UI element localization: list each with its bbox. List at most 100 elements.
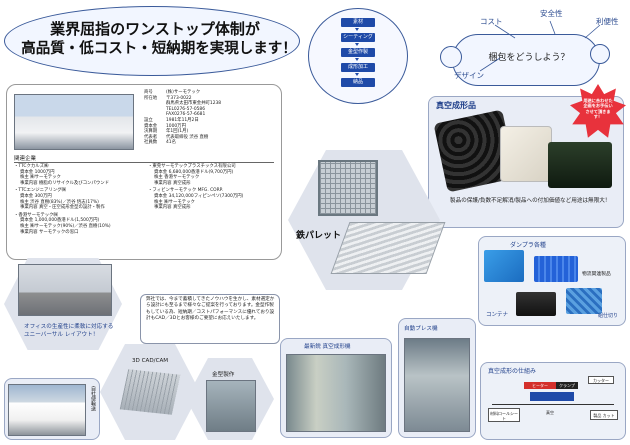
mechanism-product-out: 製品 カット bbox=[590, 410, 618, 420]
starburst-text: 用途に合わせた企画をお手伝いさせて頂きます！ bbox=[583, 98, 613, 120]
related-line: 事業内容 真空・圧空成形金型の設計・製作 bbox=[20, 205, 105, 211]
mechanism-mold bbox=[530, 392, 574, 401]
related-line: 資本金 1000万円 bbox=[20, 169, 55, 175]
related-title: 関連企業 bbox=[14, 154, 274, 163]
company-row-value: 年1回(1月) bbox=[166, 129, 189, 135]
products-title: ダンプラ各種 bbox=[510, 242, 546, 249]
packaging-cloud bbox=[452, 34, 600, 86]
headline-line2: 高品質・低コスト・短納期を実現します！ bbox=[21, 41, 297, 57]
company-row-value: (株)サーモテック bbox=[166, 90, 201, 95]
company-row-label: 決算期 bbox=[144, 129, 158, 135]
related-line: 資本金 34,120,000フィピンペソ(7300万円) bbox=[154, 193, 244, 199]
vacuum-title: 真空成形品 bbox=[436, 101, 476, 110]
pallet-title: 鉄パレット bbox=[296, 231, 342, 241]
company-row-value: 1000万円 bbox=[166, 123, 186, 129]
vacuum-desc: 製品の保護/負数不足解消/製品への付加価値など用途は無限大！ bbox=[450, 198, 611, 204]
mechanism-heater: ヒーター bbox=[524, 382, 556, 389]
company-row-value: 〒373-0022 bbox=[166, 95, 192, 101]
tray-green bbox=[548, 142, 612, 188]
related-line: 株主 渋谷 直樹(83%)／渋谷 悟志(17%) bbox=[20, 199, 99, 205]
steel-cage-image bbox=[318, 160, 378, 216]
flow-arrow-1 bbox=[355, 28, 359, 31]
flow-arrow-2 bbox=[355, 43, 359, 46]
related-line: 資本金 6,680,000香港ドル(9,700万円) bbox=[154, 169, 234, 175]
related-line: 株主 ㈱サーモテック(90%)／渋谷 直樹(10%) bbox=[20, 223, 111, 229]
company-row-label: 設立 bbox=[144, 117, 153, 123]
company-row-label: 資本金 bbox=[144, 123, 158, 129]
company-row-value: 41名 bbox=[166, 140, 176, 146]
headline-ellipse bbox=[4, 6, 300, 76]
company-row-label: 社員数 bbox=[144, 140, 158, 146]
flow-step-material: 素材 bbox=[341, 18, 375, 27]
black-container bbox=[516, 292, 556, 316]
office-photo bbox=[18, 264, 112, 316]
flow-step-mold: 金型作製 bbox=[341, 48, 375, 57]
related-line: ・TTCクカルズ㈱ bbox=[14, 164, 49, 169]
related-line: ・フィビンサーモテック MFG. CORP. bbox=[148, 188, 224, 194]
related-line: 資本金 1,000,000香港ドル(1,500万円) bbox=[20, 218, 100, 224]
cad-image bbox=[119, 369, 181, 415]
office-caption: オフィスの生産性に柔軟に対応するユニーバーサル レイアウト！ bbox=[24, 324, 114, 338]
cloud-bubble-2 bbox=[590, 44, 610, 64]
mechanism-vacuum: 真空 bbox=[546, 410, 554, 415]
mechanism-panel bbox=[480, 362, 626, 440]
blue-box-1 bbox=[484, 250, 524, 282]
related-line: 事業内容 樹脂のリサイクル及びコンパウンド bbox=[20, 180, 109, 186]
keyword-safety: 安全性 bbox=[540, 9, 563, 18]
auto-press-photo bbox=[404, 338, 470, 432]
mold-photo bbox=[206, 380, 256, 432]
related-line: 事業内容 真空成形 bbox=[154, 205, 191, 211]
mechanism-sheet-line bbox=[492, 404, 614, 405]
related-left-list: ・TTCクカルズ㈱ 資本金 1000万円 株主 ㈱サーモテック 事業内容 樹脂の… bbox=[14, 164, 144, 235]
company-row-value: FAX0276-57-6681 bbox=[166, 112, 206, 118]
flow-step-delivery: 納品 bbox=[341, 78, 375, 87]
mechanism-title: 真空成形の仕組み bbox=[488, 368, 537, 375]
related-line: 事業内容 サーモテックの窓口 bbox=[20, 229, 79, 235]
company-statement-box bbox=[140, 294, 280, 344]
related-line: ・東莞サーモテックプラスチックス有限公司 bbox=[148, 164, 236, 169]
related-line: 株主 ㈱サーモテック bbox=[20, 175, 61, 181]
headline-line1: 業界屈指のワンストップ体制が bbox=[50, 20, 260, 38]
related-line: 資本金 300万円 bbox=[20, 193, 52, 199]
aluminum-pallet-image bbox=[330, 222, 446, 274]
company-building-photo bbox=[14, 94, 134, 150]
related-line: 株主 香港サーモテック bbox=[154, 175, 200, 181]
keyword-design: デザイン bbox=[454, 71, 484, 80]
auto-press-title: 自動プレス機 bbox=[404, 326, 438, 332]
mechanism-cutter: カッター bbox=[588, 376, 614, 384]
company-row-value: 群馬県太田市東金井町1238 bbox=[166, 101, 222, 107]
keyword-cost: コスト bbox=[480, 17, 503, 26]
company-row-value: 代表取締役 渋谷 直樹 bbox=[166, 134, 209, 140]
company-statement-text: 弊社では、今まで蓄積してきたノウハウを生かし、素材選定から設計にも至るまで様々な… bbox=[146, 297, 275, 322]
flow-steps: 素材 シーティング 金型作製 成形加工 納品 bbox=[333, 18, 383, 98]
mechanism-sheet: 材料ロールシート bbox=[488, 408, 520, 422]
company-row-value: TEL0276-57-0586 bbox=[166, 106, 206, 112]
mold-title: 金型製作 bbox=[212, 372, 235, 378]
flow-arrow-3 bbox=[355, 58, 359, 61]
packaging-question: 梱包をどうしよう？ bbox=[488, 53, 570, 63]
blue-box-2 bbox=[534, 256, 578, 282]
latest-machine-title: 最新鋭 真空成形機 bbox=[304, 344, 351, 350]
company-rows: 商号(株)サーモテック 所在地〒373-0022 群馬県太田市東金井町1238 … bbox=[144, 90, 278, 146]
blue-dividers bbox=[566, 288, 602, 314]
cloud-bubble-1 bbox=[440, 46, 462, 68]
mechanism-clamp: クランプ bbox=[556, 382, 578, 389]
related-line: 株主 ㈱サーモテック bbox=[154, 199, 195, 205]
flow-step-forming: 成形加工 bbox=[341, 63, 375, 72]
related-line: ・香港サーモテック㈱ bbox=[14, 212, 58, 218]
latest-machine-photo bbox=[286, 354, 386, 432]
related-line: 事業内容 真空成形 bbox=[154, 180, 191, 186]
company-row-label: 代表者 bbox=[144, 134, 158, 140]
company-row-label: 商号 bbox=[144, 90, 153, 95]
company-row-value: 1981年11月2日 bbox=[166, 117, 199, 123]
truck-photo bbox=[8, 384, 86, 436]
products-label-1: 物流関連製品 bbox=[582, 272, 611, 277]
related-right-list: ・東莞サーモテックプラスチックス有限公司 資本金 6,680,000香港ドル(9… bbox=[148, 164, 280, 211]
company-row-label: 所在地 bbox=[144, 95, 158, 101]
products-label-3: 組仕切り bbox=[598, 313, 619, 319]
keyword-convenience: 利便性 bbox=[596, 17, 619, 26]
related-line: ・TTCエンジニアリング㈱ bbox=[14, 188, 67, 194]
flow-step-sheeting: シーティング bbox=[341, 33, 375, 42]
cad-title: 3D CAD/CAM bbox=[132, 358, 169, 364]
tray-clear bbox=[500, 126, 552, 182]
